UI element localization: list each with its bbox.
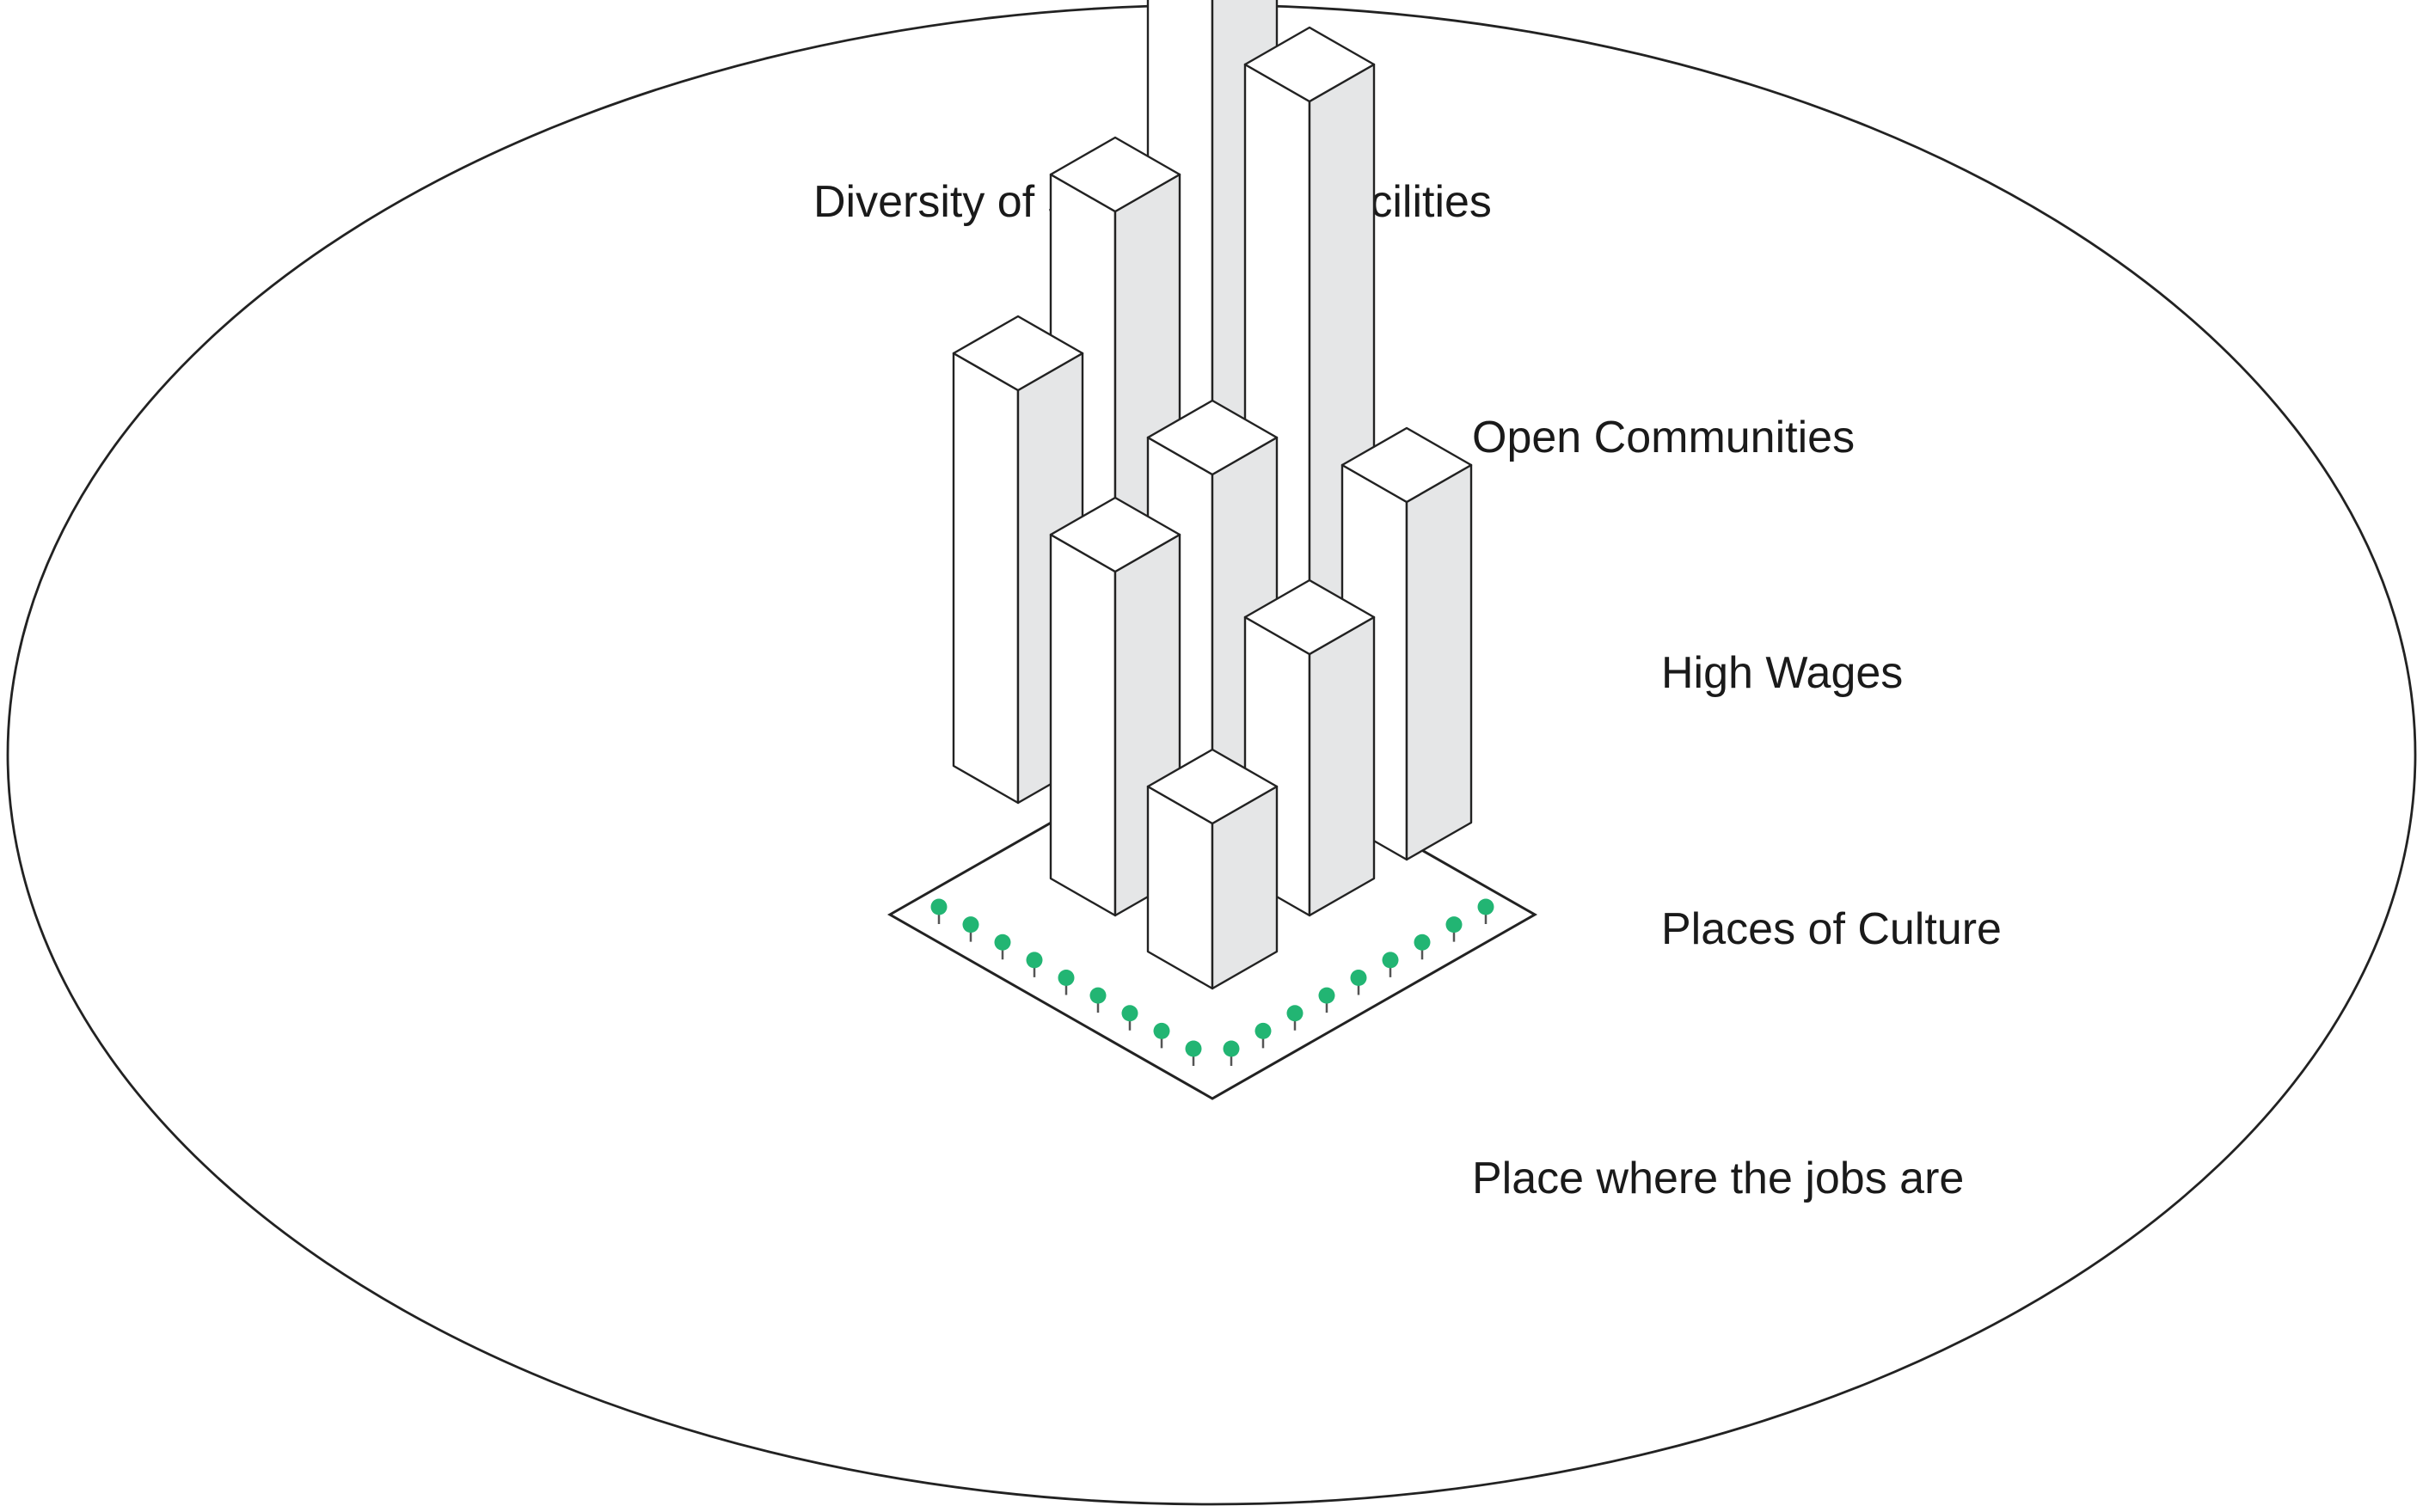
tree-icon	[1414, 934, 1431, 960]
building-roof	[1146, 399, 1279, 476]
building-right-face	[1308, 615, 1376, 917]
tree-icon	[1153, 1022, 1170, 1049]
tree-icon	[1058, 970, 1075, 995]
tree-crown	[1089, 987, 1107, 1004]
tree-crown	[1445, 916, 1463, 934]
building-roof	[1340, 426, 1473, 504]
tree-crown	[994, 934, 1011, 951]
tree-icon	[1350, 970, 1367, 995]
tree-icon	[1382, 952, 1399, 977]
tree-icon	[1445, 916, 1463, 942]
tree-icon	[1026, 952, 1043, 977]
building-left-face	[952, 352, 1020, 805]
tree-crown	[1058, 970, 1075, 986]
label-open-communities: Open Communities	[1472, 413, 1855, 462]
tree-icon	[1286, 1005, 1304, 1031]
tree-icon	[930, 898, 948, 924]
label-place-where-jobs-are: Place where the jobs are	[1472, 1154, 1964, 1203]
tree-crown	[1254, 1022, 1272, 1039]
tree-icon	[1223, 1040, 1240, 1066]
tree-crown	[1185, 1040, 1202, 1057]
tree-crown	[1477, 898, 1494, 915]
tree-icon	[1477, 898, 1494, 924]
label-places-of-culture: Places of Culture	[1661, 904, 2002, 954]
building-cluster	[952, 0, 1473, 990]
tree-crown	[1286, 1005, 1304, 1022]
building-roof	[1146, 748, 1279, 825]
tree-icon	[1089, 987, 1107, 1013]
tower-front	[1146, 748, 1279, 990]
building-right-face	[1405, 463, 1473, 861]
building-left-face	[1049, 533, 1117, 917]
building-roof	[952, 315, 1084, 392]
building-roof	[1049, 136, 1181, 213]
label-high-wages: High Wages	[1661, 648, 1903, 698]
tree-icon	[1318, 987, 1335, 1013]
tree-crown	[1121, 1005, 1138, 1022]
building-roof	[1049, 496, 1181, 573]
tree-icon	[1254, 1022, 1272, 1049]
tree-crown	[1223, 1040, 1240, 1057]
tree-crown	[930, 898, 948, 915]
tree-row	[930, 898, 1494, 1066]
building-roof	[1243, 578, 1376, 656]
tree-icon	[1185, 1040, 1202, 1066]
tree-crown	[1350, 970, 1367, 986]
tree-crown	[1153, 1022, 1170, 1039]
tree-icon	[962, 916, 979, 942]
tree-icon	[1121, 1005, 1138, 1031]
tree-crown	[1318, 987, 1335, 1004]
tree-icon	[994, 934, 1011, 960]
tree-crown	[1382, 952, 1399, 969]
tree-crown	[962, 916, 979, 934]
tree-crown	[1414, 934, 1431, 951]
building-roof	[1243, 26, 1376, 103]
tree-crown	[1026, 952, 1043, 969]
